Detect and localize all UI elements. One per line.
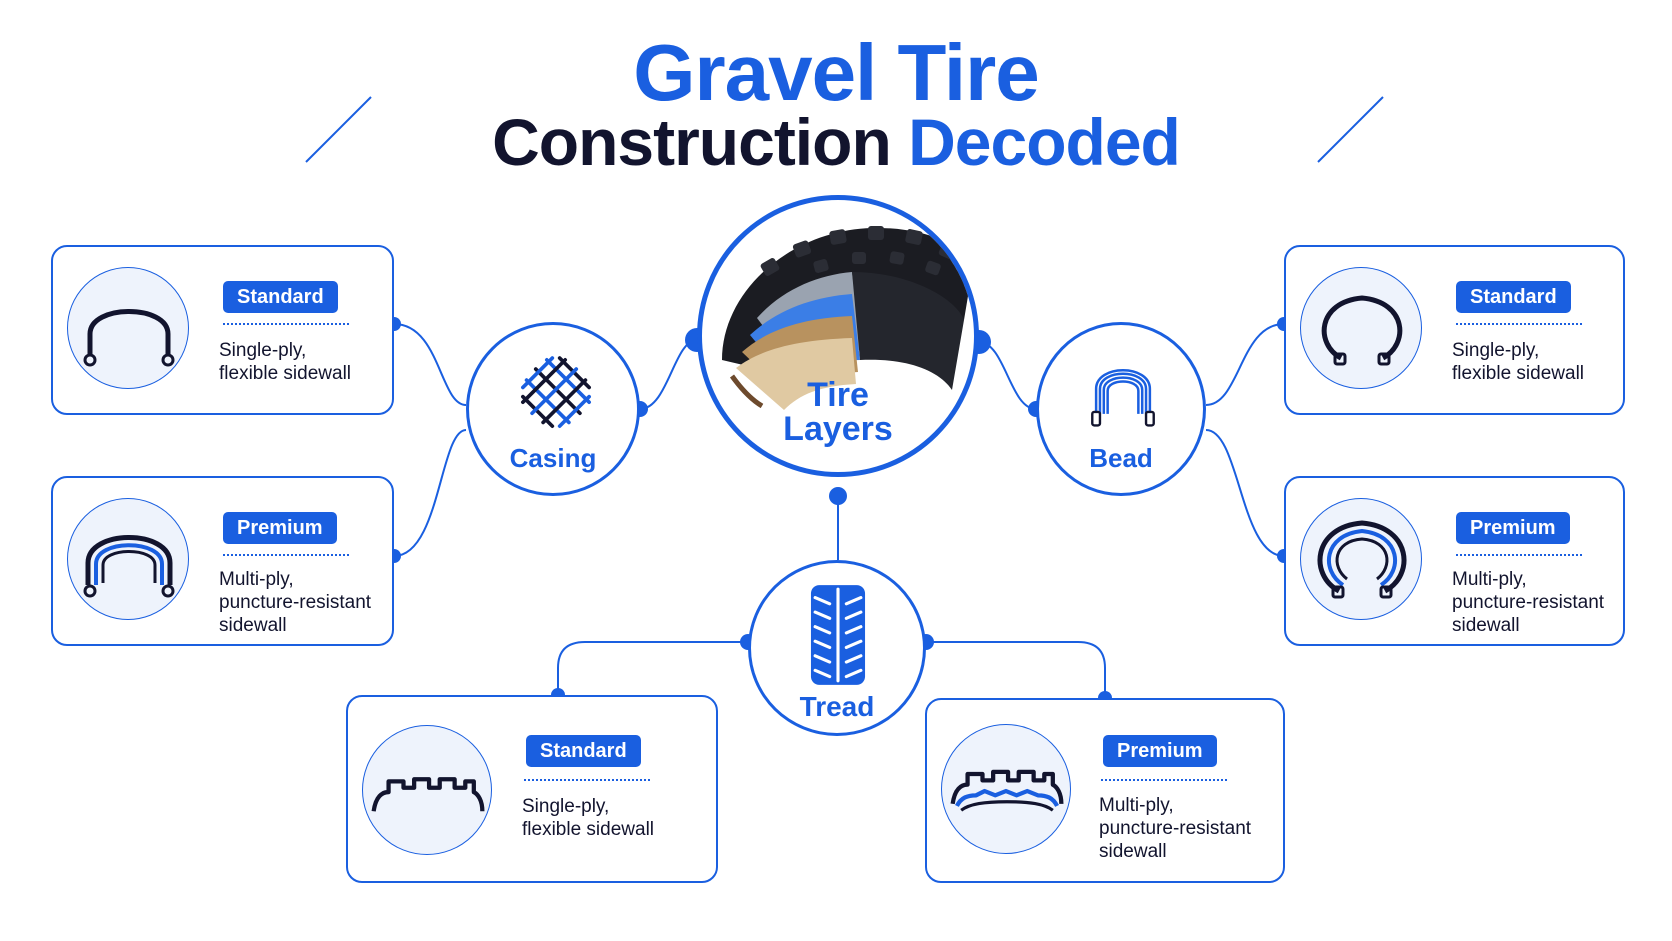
hub-bead[interactable]: Bead (1036, 322, 1206, 496)
desc-line: Multi-ply, (1452, 569, 1527, 590)
layered-tread-profile-icon (950, 769, 1064, 812)
coiled-cable-icon (1091, 369, 1155, 427)
card-casing-premium[interactable]: Premium Multi-ply, puncture-resistant si… (51, 476, 394, 646)
hub-casing-label: Casing (509, 443, 597, 473)
badge-premium: Premium (1456, 512, 1570, 544)
tread-profile-icon (371, 777, 485, 812)
connector-bead-premium (1205, 429, 1285, 557)
connector-casing-standard (393, 323, 467, 406)
thumb-tread-premium (941, 724, 1071, 854)
title-line-1: Gravel Tire (633, 28, 1040, 117)
connector-tread-standard (557, 641, 748, 695)
connector-center-bead (978, 341, 1037, 410)
connector-tread-premium (926, 641, 1106, 698)
center-label-tire: Tire (807, 376, 869, 414)
double-arc-icon (83, 535, 175, 598)
hub-casing[interactable]: Casing (466, 322, 640, 496)
tread-pattern-icon (810, 585, 866, 685)
hub-tread-label: Tread (799, 691, 875, 722)
thumb-tread-standard (362, 725, 492, 855)
dotted-divider (223, 323, 349, 325)
tire-cross-section-icon (722, 226, 974, 410)
desc-line: flexible sidewall (219, 363, 352, 384)
thumb-casing-standard (67, 267, 189, 389)
desc-line: sidewall (1452, 615, 1520, 636)
desc-line: Single-ply, (1452, 340, 1540, 361)
connector-casing-premium (393, 429, 467, 557)
decor-slash-right (1317, 96, 1384, 163)
title-word-decoded: Decoded (908, 105, 1181, 179)
desc-line: flexible sidewall (522, 819, 655, 840)
thumb-bead-standard (1300, 267, 1422, 389)
card-description: Multi-ply, puncture-resistant sidewall (219, 568, 371, 637)
center-label-layers: Layers (783, 410, 893, 448)
card-description: Single-ply, flexible sidewall (522, 795, 654, 841)
desc-line: Single-ply, (522, 796, 610, 817)
card-description: Single-ply, flexible sidewall (219, 339, 351, 385)
thumb-casing-premium (67, 498, 189, 620)
card-description: Multi-ply, puncture-resistant sidewall (1099, 794, 1251, 863)
desc-line: Multi-ply, (1099, 795, 1174, 816)
badge-standard: Standard (526, 735, 641, 767)
decor-slash-left (305, 96, 372, 163)
dotted-divider (223, 554, 349, 556)
desc-line: Single-ply, (219, 340, 307, 361)
double-arc-icon (1317, 520, 1407, 599)
dotted-divider (1456, 554, 1582, 556)
title-line-2: Construction Decoded (0, 104, 1672, 180)
title-word-construction: Construction (492, 105, 892, 179)
badge-standard: Standard (223, 281, 338, 313)
center-tire-layers: Tire Layers (697, 195, 979, 477)
hub-bead-label: Bead (1089, 443, 1153, 473)
desc-line: puncture-resistant (1099, 818, 1252, 839)
badge-premium: Premium (1103, 735, 1217, 767)
connector-casing-center (639, 339, 698, 410)
woven-mesh-icon (521, 356, 591, 428)
single-arc-icon (1321, 295, 1403, 366)
thumb-bead-premium (1300, 498, 1422, 620)
card-bead-standard[interactable]: Standard Single-ply, flexible sidewall (1284, 245, 1625, 415)
dotted-divider (1456, 323, 1582, 325)
card-bead-premium[interactable]: Premium Multi-ply, puncture-resistant si… (1284, 476, 1625, 646)
badge-premium: Premium (223, 512, 337, 544)
desc-line: puncture-resistant (1452, 592, 1605, 613)
hub-tread[interactable]: Tread (748, 560, 926, 736)
card-description: Multi-ply, puncture-resistant sidewall (1452, 568, 1604, 637)
desc-line: Multi-ply, (219, 569, 294, 590)
desc-line: puncture-resistant (219, 592, 372, 613)
badge-standard: Standard (1456, 281, 1571, 313)
single-arc-icon (83, 309, 175, 367)
card-casing-standard[interactable]: Standard Single-ply, flexible sidewall (51, 245, 394, 415)
desc-line: flexible sidewall (1452, 363, 1585, 384)
card-tread-standard[interactable]: Standard Single-ply, flexible sidewall (346, 695, 718, 883)
desc-line: sidewall (1099, 841, 1167, 862)
connector-bead-standard (1205, 323, 1285, 406)
dotted-divider (1101, 779, 1227, 781)
desc-line: sidewall (219, 615, 287, 636)
dotted-divider (524, 779, 650, 781)
card-description: Single-ply, flexible sidewall (1452, 339, 1584, 385)
card-tread-premium[interactable]: Premium Multi-ply, puncture-resistant si… (925, 698, 1285, 883)
